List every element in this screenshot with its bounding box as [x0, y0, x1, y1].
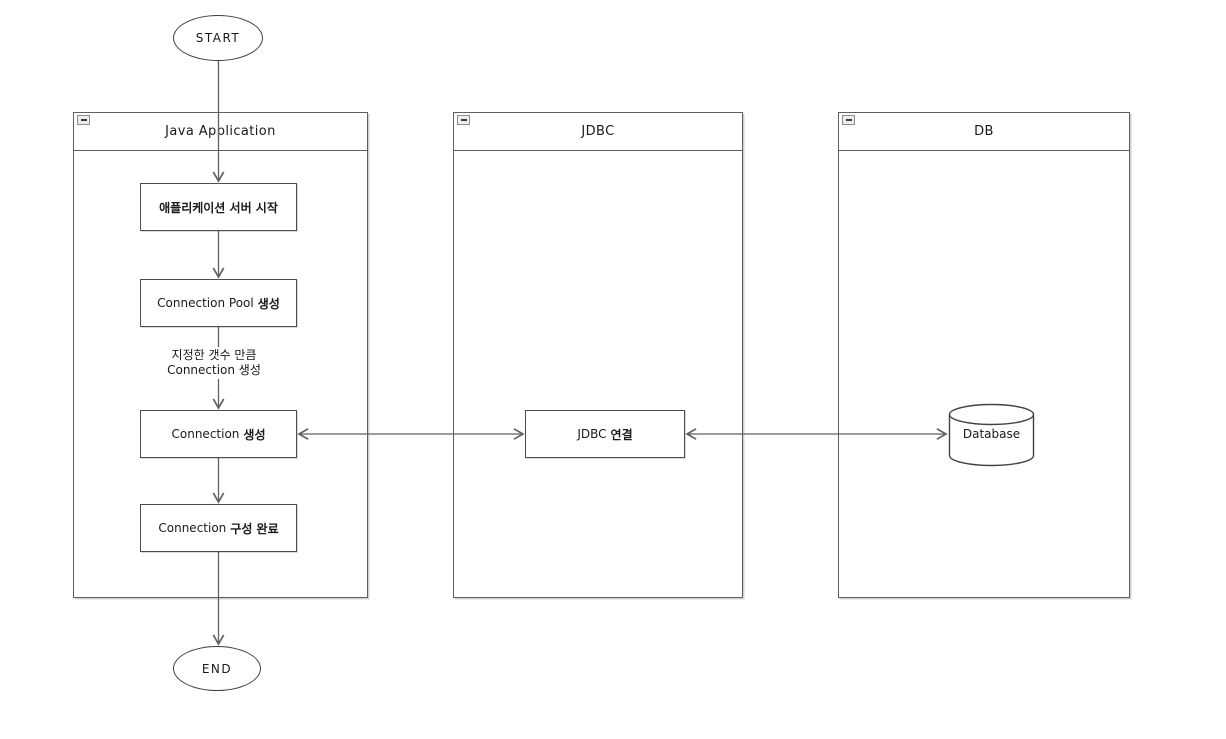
- lane-java-application-header[interactable]: Java Application: [74, 113, 367, 151]
- node-jdbc-connect[interactable]: JDBC 연결: [525, 410, 685, 458]
- edge-label-line1: 지정한 갯수 만큼: [171, 348, 257, 362]
- collapse-icon[interactable]: [457, 115, 470, 125]
- node-label-ko: 구성 완료: [230, 521, 279, 536]
- edge-label-line2: Connection 생성: [167, 363, 261, 377]
- node-app-server-start[interactable]: 애플리케이션 서버 시작: [140, 183, 297, 231]
- lane-jdbc-header[interactable]: JDBC: [454, 113, 742, 151]
- node-label: Database: [962, 427, 1021, 441]
- collapse-icon[interactable]: [77, 115, 90, 125]
- node-label: 애플리케이션 서버 시작: [159, 200, 278, 215]
- end-label: END: [201, 661, 233, 676]
- start-label: START: [195, 31, 241, 45]
- lane-java-application[interactable]: Java Application: [73, 112, 368, 598]
- lane-db-header[interactable]: DB: [839, 113, 1129, 151]
- lane-db[interactable]: DB: [838, 112, 1130, 598]
- lane-title: JDBC: [581, 124, 615, 139]
- node-label-ko: 연결: [610, 427, 633, 442]
- cylinder-shape: [948, 403, 1035, 467]
- node-connection-pool-create[interactable]: Connection Pool 생성: [140, 279, 297, 327]
- lane-jdbc[interactable]: JDBC: [453, 112, 743, 598]
- edge-label-connection-count[interactable]: 지정한 갯수 만큼 Connection 생성: [160, 347, 268, 379]
- node-label-ko: 생성: [243, 427, 266, 442]
- collapse-icon[interactable]: [842, 115, 855, 125]
- lane-title: Java Application: [165, 124, 276, 139]
- start-terminal[interactable]: START: [173, 15, 263, 61]
- node-connection-done[interactable]: Connection 구성 완료: [140, 504, 297, 552]
- end-terminal[interactable]: END: [173, 646, 261, 691]
- node-label-ko: 생성: [257, 296, 280, 311]
- node-label-en: Connection: [158, 521, 227, 535]
- lane-title: DB: [974, 124, 994, 139]
- node-connection-create[interactable]: Connection 생성: [140, 410, 297, 458]
- node-label-en: Connection Pool: [157, 296, 254, 310]
- node-label-en: Connection: [171, 427, 240, 441]
- node-label-en: JDBC: [577, 427, 607, 441]
- node-database-cylinder[interactable]: Database: [948, 403, 1035, 467]
